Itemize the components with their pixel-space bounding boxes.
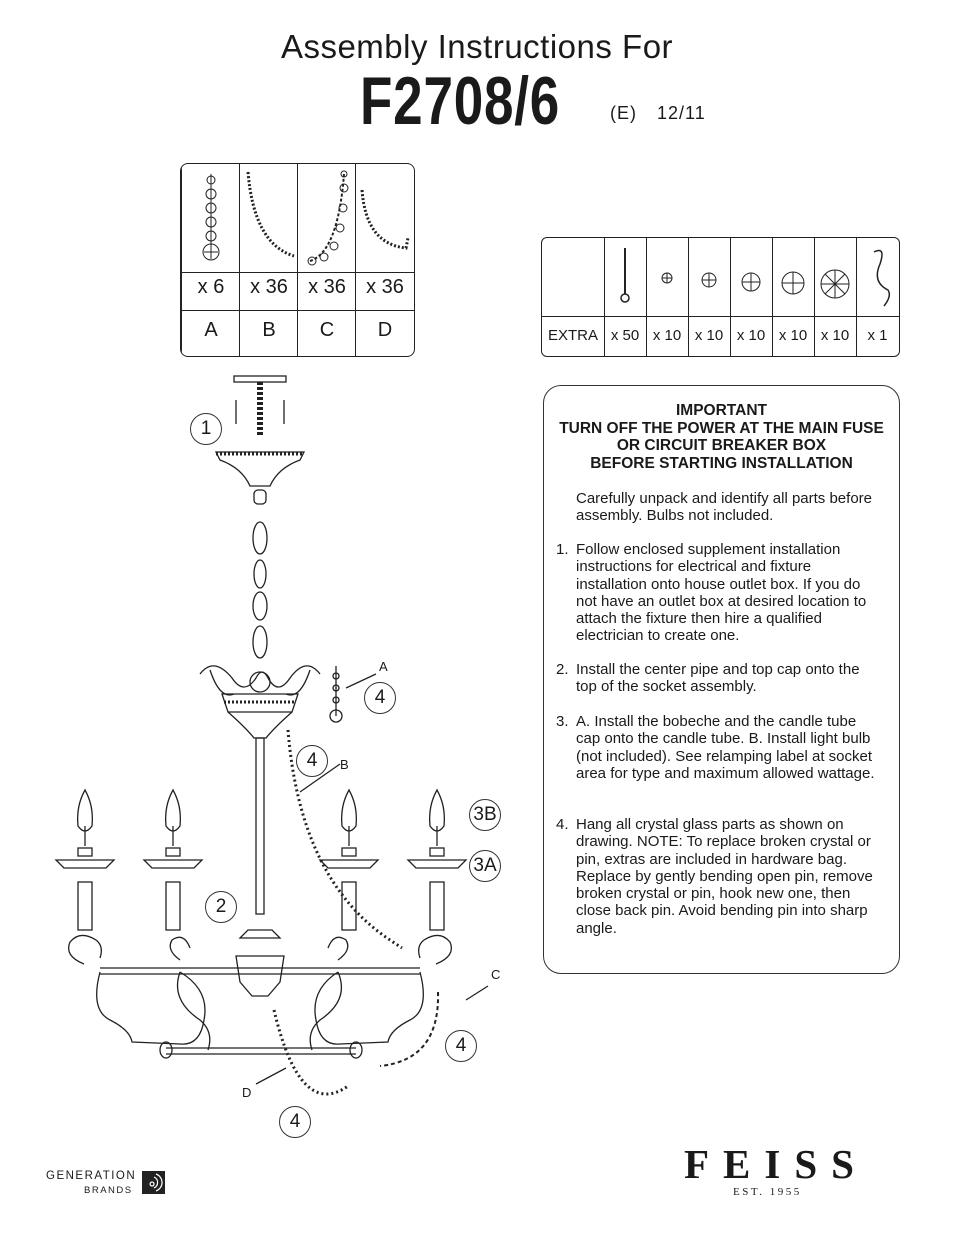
crystal-swag-c-icon <box>307 170 349 266</box>
extras-table: EXTRA x 50 x 10 x 10 x 10 x 10 x 10 x 1 <box>541 237 900 357</box>
hook-wire-icon <box>873 249 891 307</box>
crystal-small-icon <box>661 272 673 284</box>
part-letter-a: A <box>379 659 388 674</box>
generation-brands-logo-icon <box>142 1171 165 1194</box>
feiss-established: EST. 1955 <box>733 1186 802 1198</box>
step-1: 1. Follow enclosed supplement installati… <box>556 541 882 645</box>
callout-step-4: 4 <box>279 1106 311 1138</box>
extra-qty: x 10 <box>736 327 766 344</box>
model-number: F2708/6 <box>360 63 561 139</box>
revision-date: 12/11 <box>657 103 706 123</box>
extra-qty: x 10 <box>694 327 724 344</box>
step-text: Hang all crystal glass parts as shown on… <box>576 816 873 937</box>
step-text: Install the center pipe and top cap onto… <box>576 661 860 696</box>
instructions-box: IMPORTANT TURN OFF THE POWER AT THE MAIN… <box>543 385 900 974</box>
pin-icon <box>620 248 630 303</box>
extra-qty: x 10 <box>652 327 682 344</box>
callout-step-1: 1 <box>190 413 222 445</box>
revision-info: (E) 12/11 <box>610 103 720 124</box>
part-label: A <box>204 319 218 341</box>
edition: (E) <box>610 103 637 123</box>
step-4: 4. Hang all crystal glass parts as shown… <box>556 816 882 937</box>
step-text: A. Install the bobeche and the candle tu… <box>576 713 875 782</box>
extras-label: EXTRA <box>547 327 598 344</box>
document-title: Assembly Instructions For <box>280 28 674 65</box>
part-letter-d: D <box>242 1085 252 1100</box>
step-text: Follow enclosed supplement installation … <box>576 541 867 645</box>
crystal-xlarge-icon <box>781 271 805 295</box>
step-number: 3. <box>556 713 569 730</box>
step-number: 2. <box>556 661 569 678</box>
callout-step-3b: 3B <box>469 799 501 831</box>
step-number: 1. <box>556 541 569 558</box>
callout-step-4: 4 <box>445 1030 477 1062</box>
part-label: D <box>377 319 393 341</box>
part-letter-b: B <box>340 757 349 772</box>
chandelier-diagram <box>54 375 489 1096</box>
warning-line: OR CIRCUIT BREAKER BOX <box>616 437 827 454</box>
extra-parts-drawing <box>620 248 891 307</box>
part-column-c: x 36 C <box>297 164 356 356</box>
part-qty: x 36 <box>250 276 288 298</box>
part-letter-c: C <box>491 967 501 982</box>
extra-qty: x 50 <box>610 327 640 344</box>
step-3: 3. A. Install the bobeche and the candle… <box>556 713 882 782</box>
safety-warning: IMPORTANT TURN OFF THE POWER AT THE MAIN… <box>544 402 899 472</box>
callout-step-3a: 3A <box>469 850 501 882</box>
warning-line: TURN OFF THE POWER AT THE MAIN FUSE <box>559 419 884 437</box>
extra-qty: x 1 <box>867 327 888 344</box>
generation-brands-line2: BRANDS <box>84 1185 133 1196</box>
part-label: C <box>319 319 335 341</box>
generation-brands-line1: GENERATION <box>46 1170 137 1182</box>
crystal-strand-a-icon <box>202 174 220 261</box>
step-number: 4. <box>556 816 569 833</box>
bead-chain-b-icon <box>246 171 295 258</box>
intro-text: Carefully unpack and identify all parts … <box>576 490 873 525</box>
part-qty: x 36 <box>308 276 346 298</box>
part-qty: x 36 <box>366 276 404 298</box>
step-2: 2. Install the center pipe and top cap o… <box>556 661 882 696</box>
callout-step-2: 2 <box>205 891 237 923</box>
crystal-large-icon <box>741 272 761 292</box>
warning-line: BEFORE STARTING INSTALLATION <box>590 454 853 472</box>
crystal-xxlarge-icon <box>820 269 850 299</box>
callout-step-4: 4 <box>296 745 328 777</box>
part-column-a: x 6 A <box>181 164 240 356</box>
extra-qty: x 10 <box>820 327 850 344</box>
callout-step-4: 4 <box>364 682 396 714</box>
part-qty: x 6 <box>197 276 225 298</box>
crystal-medium-icon <box>701 272 717 288</box>
feiss-logo: FEISS <box>684 1141 868 1187</box>
extra-qty: x 10 <box>778 327 808 344</box>
part-column-d: x 36 D <box>355 164 414 356</box>
part-column-b: x 36 B <box>239 164 298 356</box>
part-label: B <box>262 319 276 341</box>
bead-chain-d-icon <box>360 189 410 250</box>
warning-heading: IMPORTANT <box>676 402 767 419</box>
parts-table: x 6 A x 36 B x 36 C x 36 D <box>180 163 415 357</box>
